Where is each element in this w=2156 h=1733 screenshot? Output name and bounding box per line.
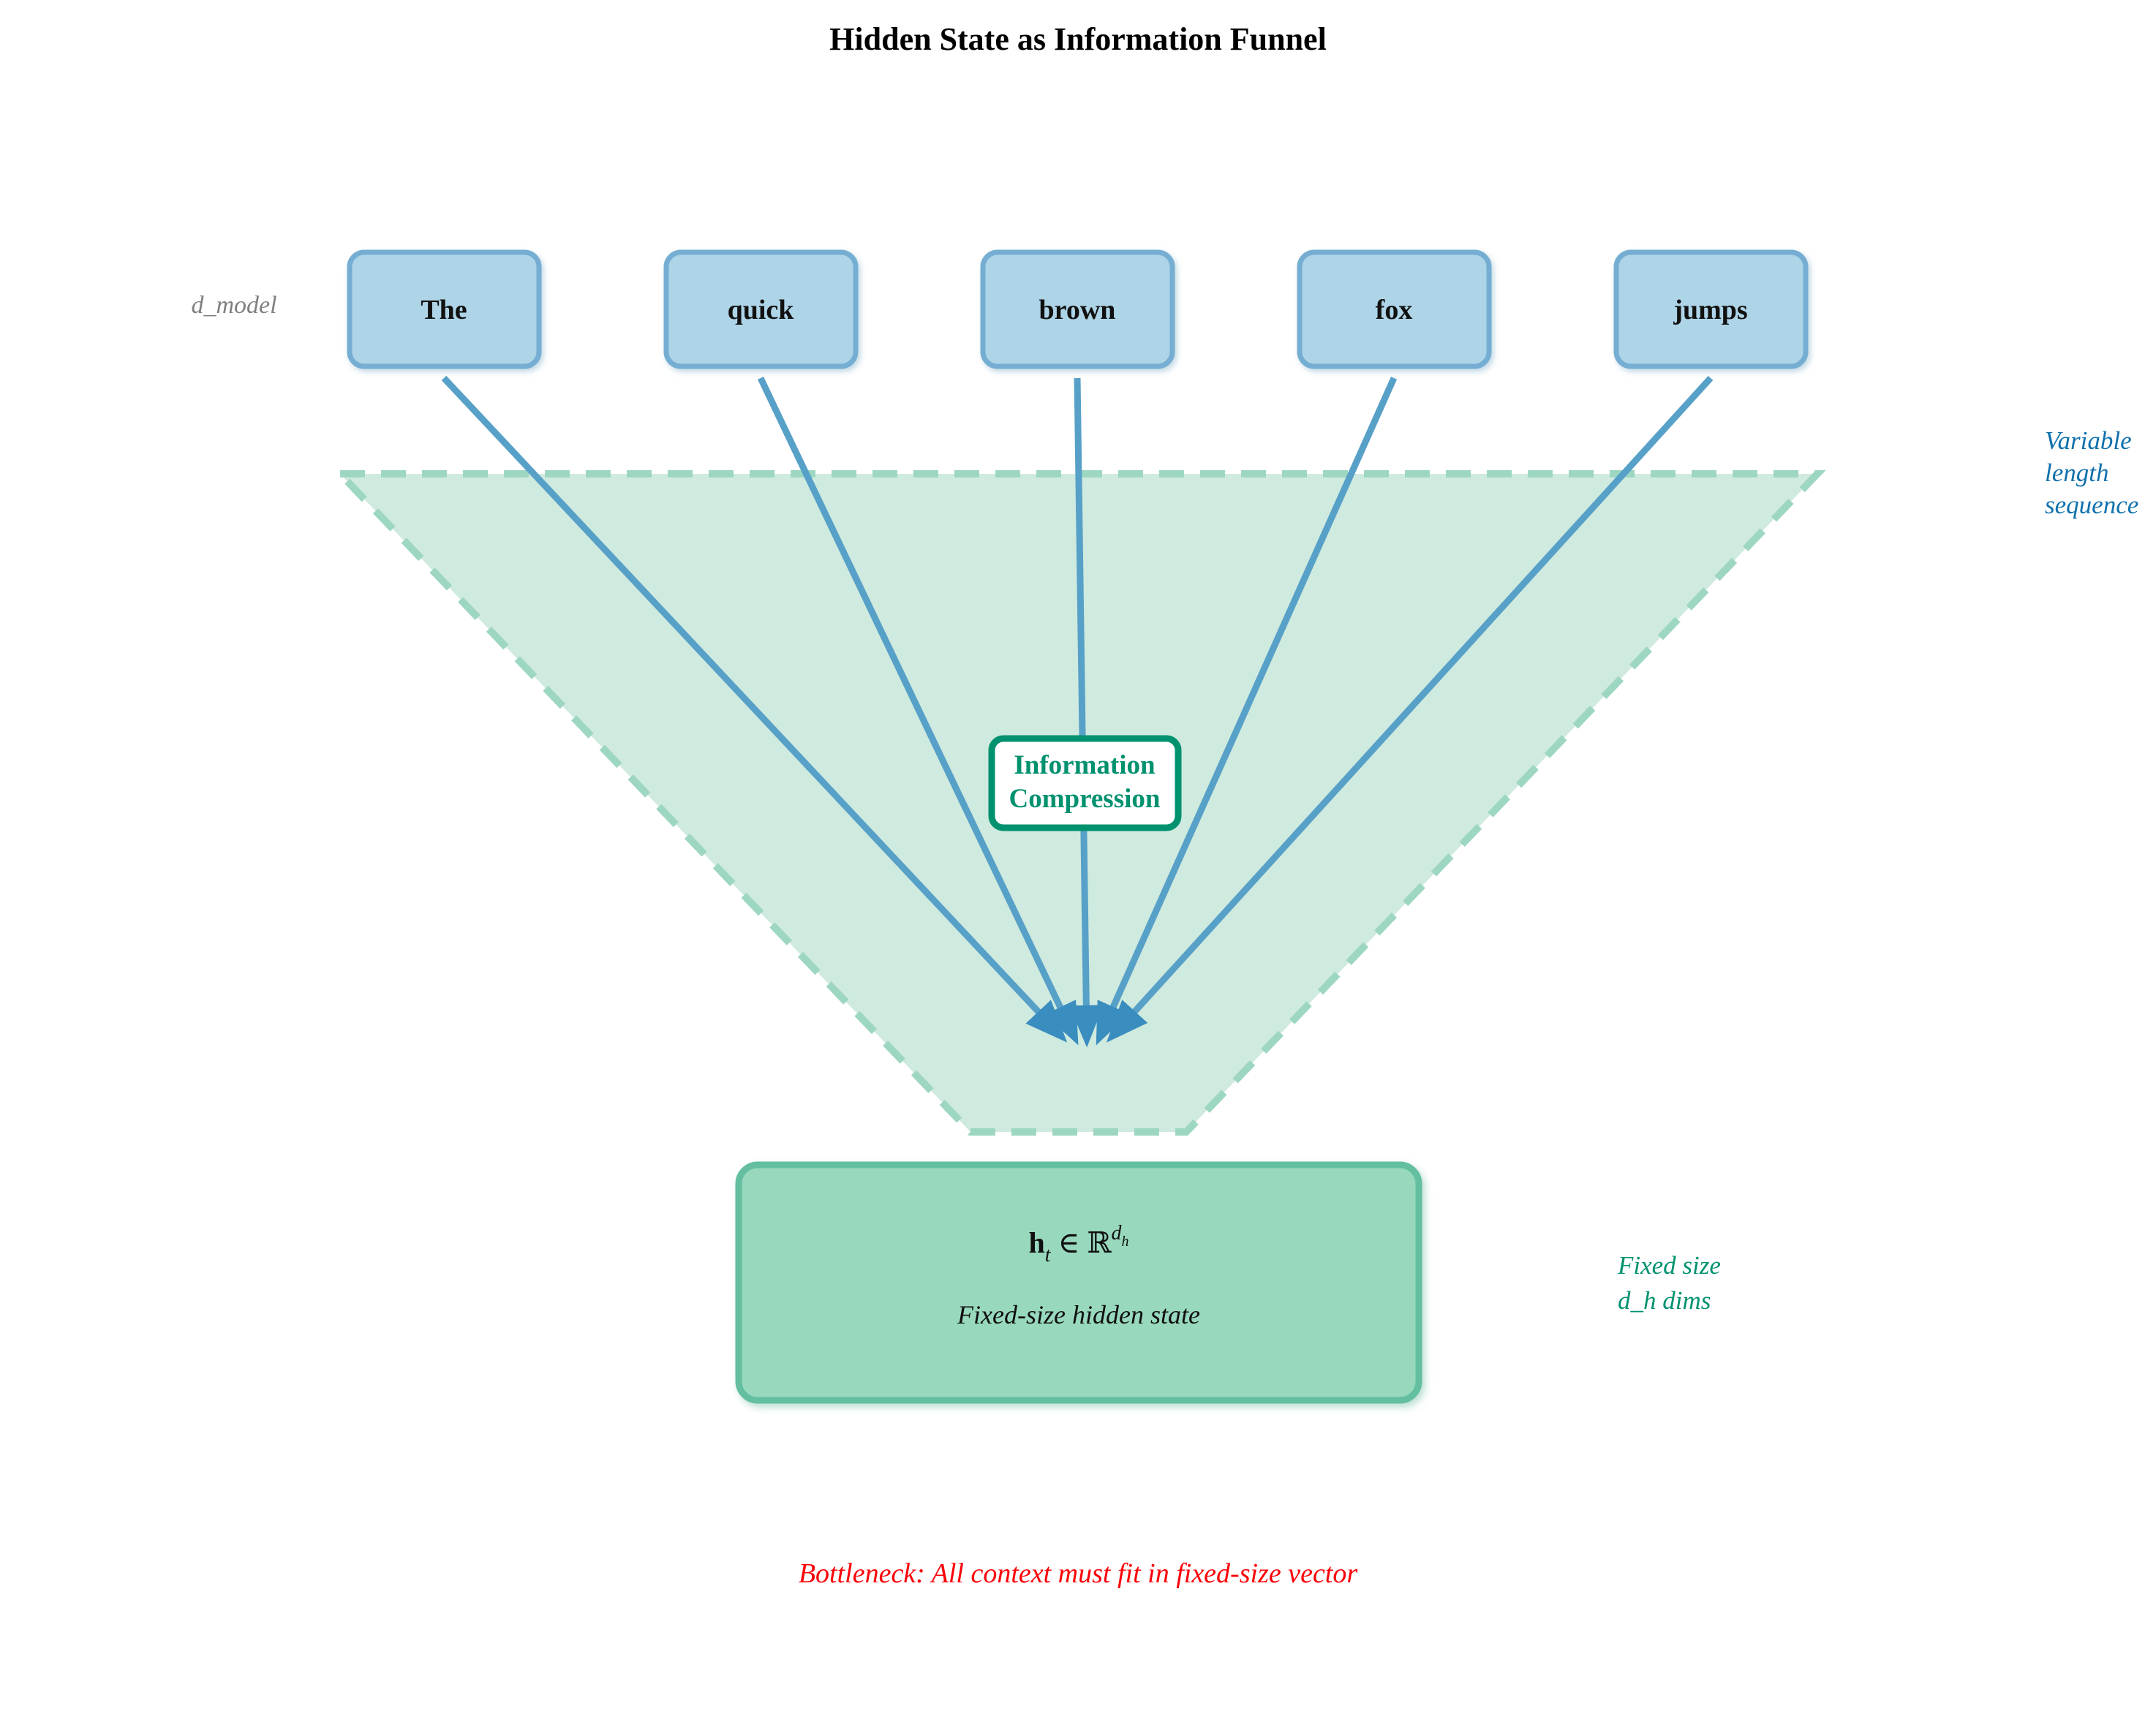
hidden-state-math: ht ∈ ℝdh — [1029, 1222, 1129, 1266]
arrow-from-token-2 — [1068, 377, 1104, 1048]
hidden-state-math-h-sub: t — [1045, 1244, 1052, 1266]
hidden-state-math-h: h — [1029, 1226, 1045, 1259]
token-box-0[interactable]: The — [347, 249, 542, 369]
token-box-1-rect[interactable] — [663, 249, 859, 369]
token-box-2-label: brown — [1039, 295, 1116, 325]
token-box-4-label: jumps — [1673, 295, 1747, 325]
token-sequence: The quick brown fox jumps — [347, 249, 1809, 369]
hidden-state-math-exp-sub: h — [1121, 1234, 1128, 1250]
variable-length-line2: length — [2045, 458, 2108, 487]
token-box-1[interactable]: quick — [663, 249, 859, 369]
token-box-4-rect[interactable] — [1613, 249, 1809, 369]
information-compression-line1: Information — [1014, 750, 1156, 780]
token-box-0-label: The — [421, 295, 467, 325]
variable-length-line1: Variable — [2045, 426, 2132, 455]
d-model-label: d_model — [191, 292, 276, 319]
hidden-state-caption: Fixed-size hidden state — [957, 1300, 1200, 1329]
token-box-3-label: fox — [1376, 295, 1413, 325]
information-compression-box — [988, 735, 1182, 831]
token-box-3-rect[interactable] — [1297, 249, 1492, 369]
arrow-from-token-4 — [1106, 375, 1714, 1043]
fixed-size-line2: d_h dims — [1618, 1286, 1711, 1315]
token-box-0-rect[interactable] — [347, 249, 542, 369]
token-box-2[interactable]: brown — [980, 249, 1175, 369]
arrow-from-token-1 — [757, 377, 1079, 1046]
variable-length-line3: sequence — [2045, 491, 2138, 519]
arrow-from-token-3 — [1096, 377, 1398, 1046]
token-box-1-label: quick — [728, 295, 795, 325]
token-box-2-rect[interactable] — [980, 249, 1175, 369]
token-box-3[interactable]: fox — [1297, 249, 1492, 369]
hidden-state-box[interactable]: ht ∈ ℝdh Fixed-size hidden state — [735, 1161, 1422, 1404]
fixed-size-line1: Fixed size — [1617, 1251, 1721, 1280]
token-box-4[interactable]: jumps — [1613, 249, 1809, 369]
fixed-size-note: Fixed size d_h dims — [1617, 1251, 1721, 1315]
arrow-from-token-0 — [441, 375, 1068, 1043]
information-compression-line2: Compression — [1009, 784, 1161, 814]
information-compression-badge: Information Compression — [988, 735, 1182, 831]
token-to-hidden-arrows — [441, 375, 1714, 1048]
hidden-state-rect[interactable] — [735, 1161, 1422, 1404]
page-title: Hidden State as Information Funnel — [829, 21, 1327, 57]
hidden-state-math-r: ℝ — [1087, 1226, 1112, 1259]
variable-length-note: Variable length sequence — [2045, 426, 2138, 519]
hidden-state-math-in: ∈ — [1058, 1226, 1080, 1259]
bottleneck-caption: Bottleneck: All context must fit in fixe… — [799, 1558, 1358, 1589]
hidden-state-math-exp: d — [1111, 1222, 1122, 1245]
